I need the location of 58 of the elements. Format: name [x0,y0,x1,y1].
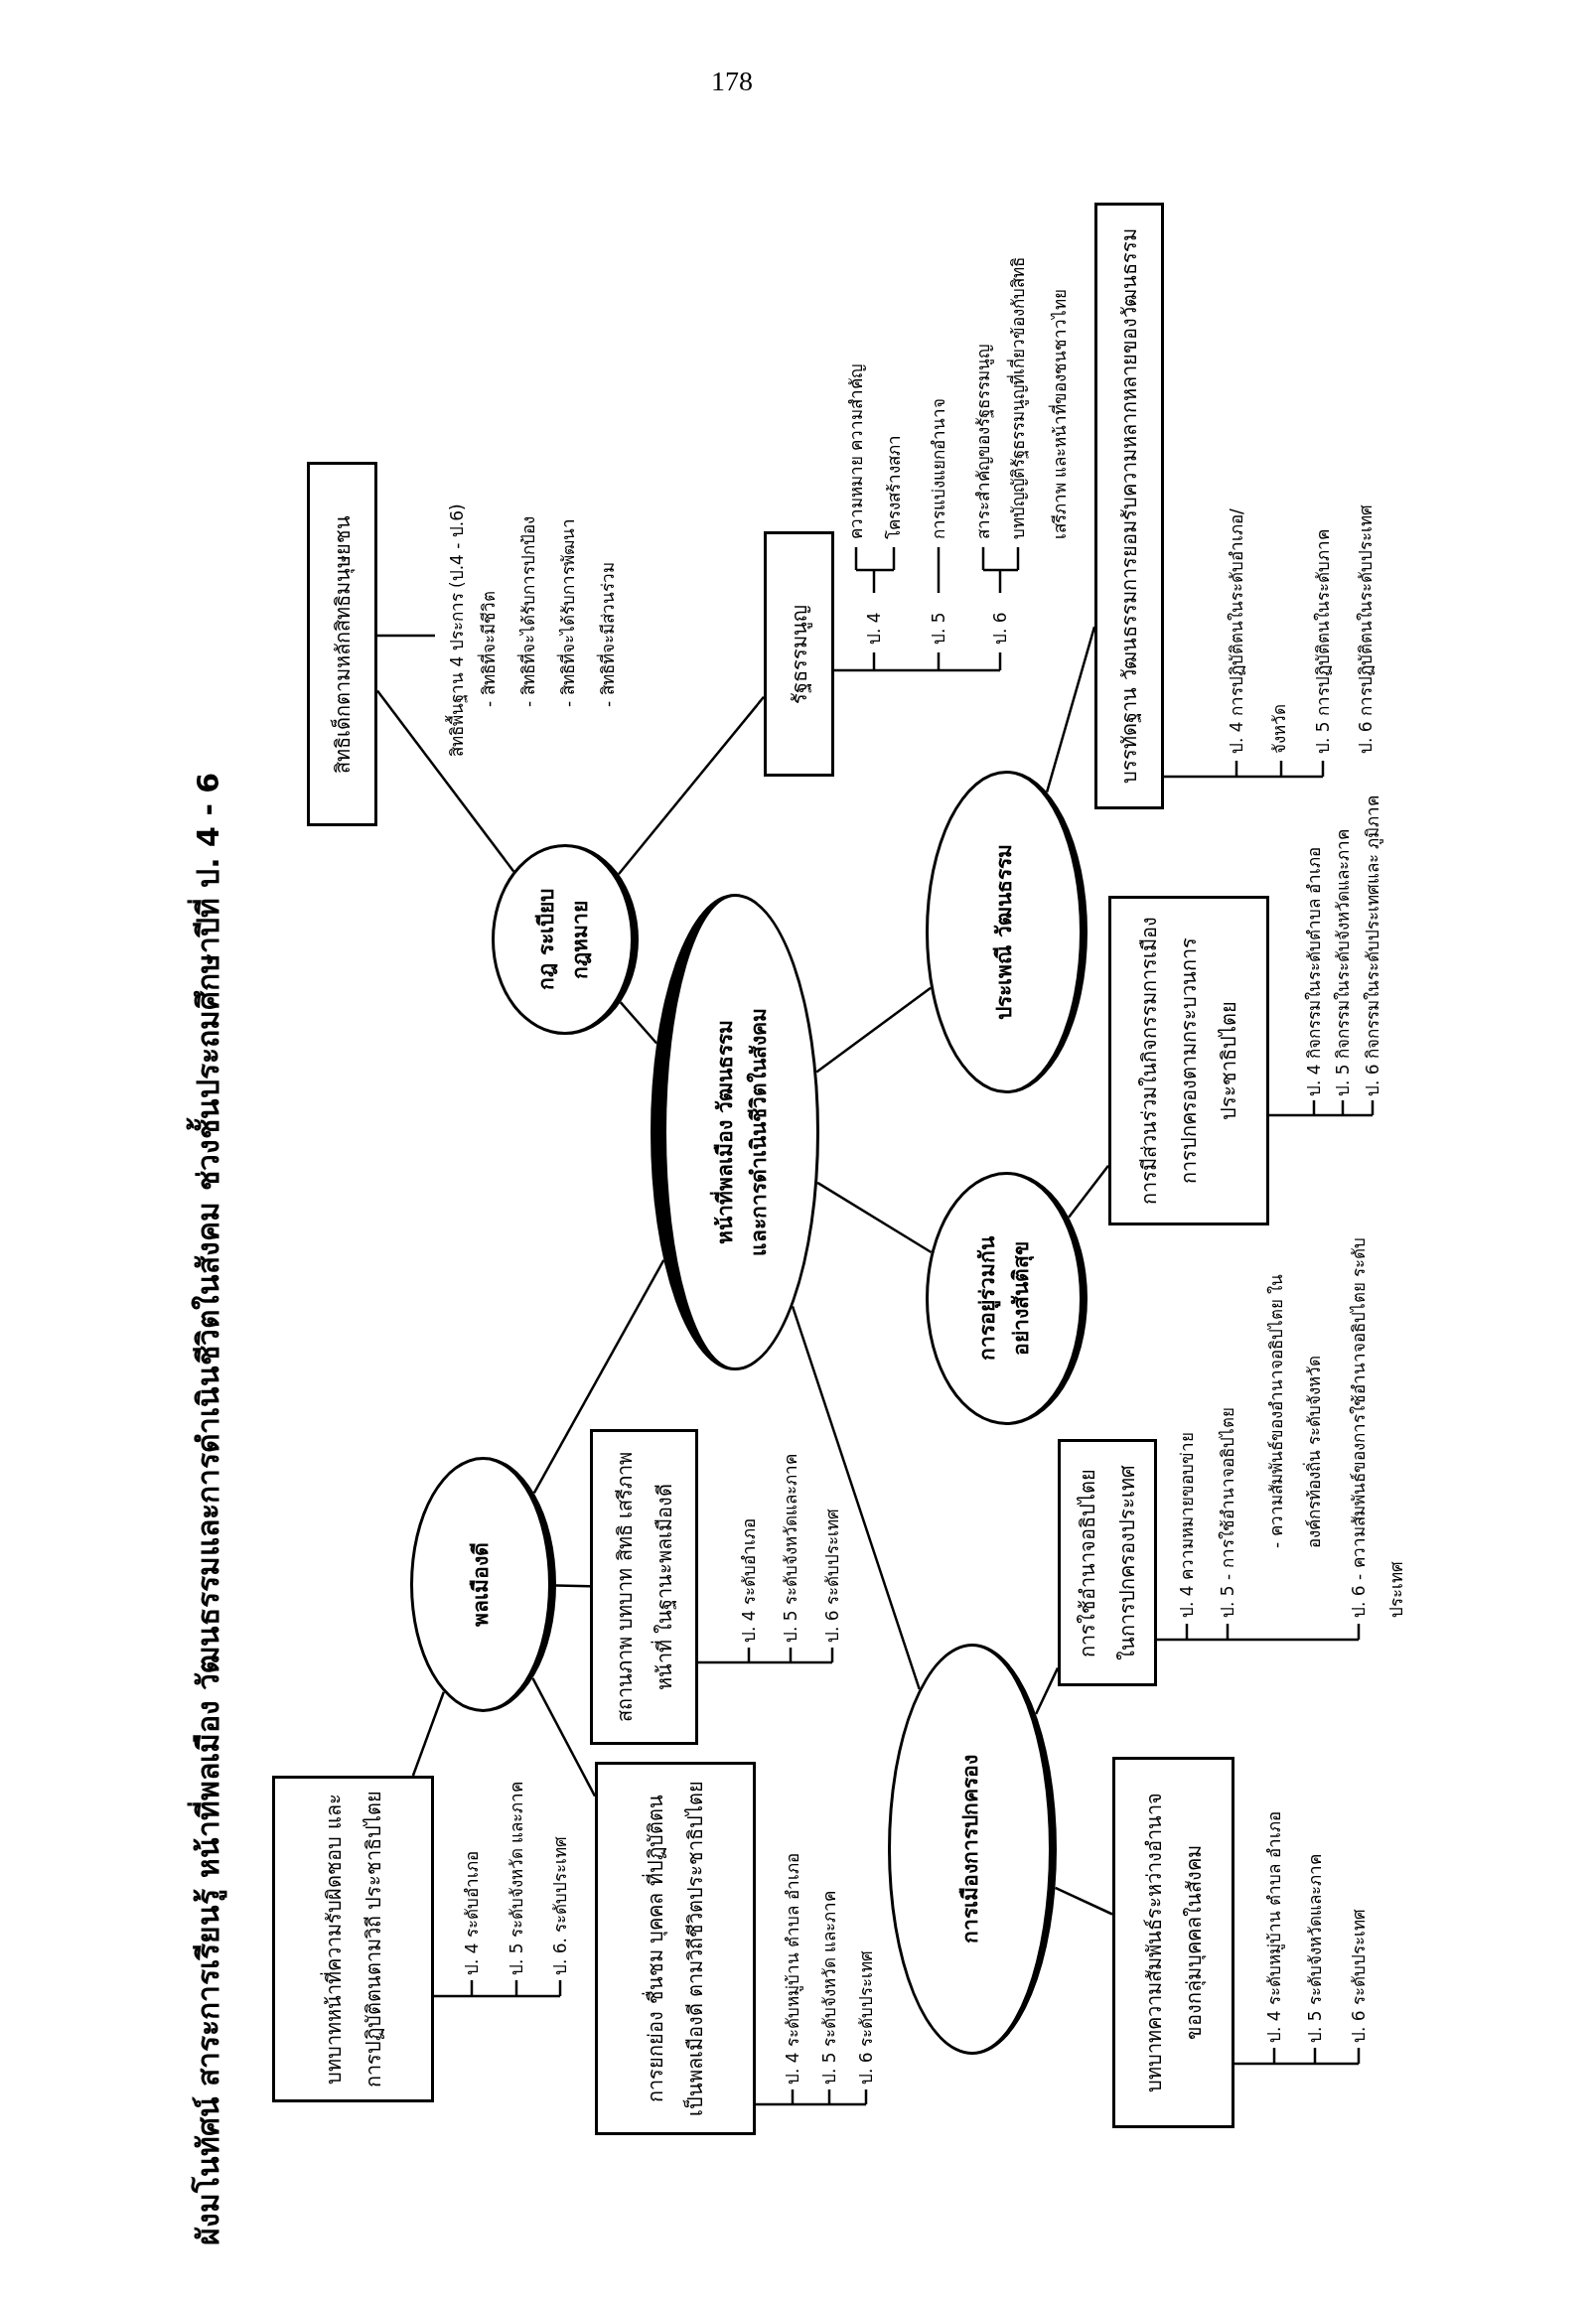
topic-label: บรรทัดฐาน วัฒนธรรมการยอมรับความหลากหลายของวัฒนธรรม [1116,227,1142,786]
connector-line [1045,626,1096,792]
list-item: โครงสร้างสภา [883,435,905,539]
topic-label: บทบาทหน้าที่ความรับผิดชอบ และการปฏิบัติตนตามวิถี ประชาธิปไตย [319,1789,386,2090]
list-item: สาระสำคัญของรัฐธรรมนูญ [972,345,995,539]
list-item: ป. 6 ระดับประเทศ [821,1508,843,1643]
connector-line [1034,1667,1060,1715]
connector-line [531,1677,597,1798]
connector-line [555,1584,591,1588]
list-item: ป. 5 ระดับจังหวัดและภาค [1304,1853,1326,2043]
list-item: ป. 6 ระดับประเทศ [1348,1908,1370,2043]
list-item: - สิทธิที่จะได้รับการปกป้อง [515,516,539,707]
topic-label: การมีส่วนร่วมในกิจกรรมการเมือง การปกครองตามกระบวนการ ประชาธิปไตย [1136,916,1241,1207]
list-item: ป. 4 การปฏิบัติตนในระดับอำเภอ/ จังหวัด [1226,507,1290,754]
topic-label: การใช้อำนาจอธิปไตย ในการปกครองประเทศ [1075,1464,1140,1662]
list-item: ป. 6 [989,612,1011,645]
connector-line [1068,1164,1109,1219]
page-number: 178 [711,66,753,97]
list-item: ป. 5 ระดับจังหวัดและภาค [780,1453,801,1643]
list-item: ป. 5 กิจกรรมในระดับจังหวัดและภาค [1332,828,1354,1096]
list-item: ป. 6 ระดับประเทศ [855,1949,877,2085]
topic-label: สิทธิเด็กตามหลักสิทธิมนุษยชน [329,513,357,776]
list-item: ป. 4 ความหมายขอบข่าย [1176,1431,1198,1618]
list-item: สิทธิพื้นฐาน 4 ประการ (ป.4 - ป.6) [444,504,469,757]
topic-label: สถานภาพ บทบาท สิทธิ เสรีภาพ หน้าที่ ในฐานะพลเมืองดี [611,1450,677,1725]
list-item: ป. 6 การปฏิบัติตนในระดับประเทศ [1355,504,1377,754]
list-item: ป. 6 กิจกรรมในระดับประเทศและ ภูมิภาค [1362,793,1384,1096]
list-item: ป. 4 ระดับหมู่บ้าน ตำบล อำเภอ [782,1853,804,2085]
list-item: ป. 6 - ความสัมพันธ์ของการใช้อำนาจอธิปไตย ระดับประเทศ [1348,1236,1407,1618]
topic-label: บทบาทความสัมพันธ์ระหว่างอำนาจ ของกลุ่มบุคคลในสังคม [1140,1792,1208,2094]
list-item: - ความสัมพันธ์ของอำนาจอธิปไตย ในองค์กรท้องถิ่น ระดับจังหวัด [1265,1273,1325,1548]
list-item: ความหมาย ความสำคัญ [845,363,867,539]
topic-label: พลเมืองดี [468,1541,494,1629]
list-item: ป. 5 - การใช้อำนาจอธิปไตย [1217,1407,1238,1618]
topic-label: หน้าที่พลเมือง วัฒนธรรม และการดำเนินชีวิตในสังคม [707,1008,776,1256]
topic-label: การอยู่ร่วมกัน อย่างสันติสุข [974,1234,1035,1363]
list-item: บทบัญญัติรัฐธรรมนูญที่เกี่ยวข้องกับสิทธิ เสรีภาพ และหน้าที่ของชนชาวไทย [1005,256,1071,539]
topic-label: การเมืองการปกครอง [956,1754,983,1945]
list-item: ป. 4 ระดับอำเภอ [461,1850,483,1975]
list-item: ป. 5 ระดับจังหวัด และภาค [506,1781,527,1975]
list-item: - สิทธิที่จะมีชีวิต [476,591,500,707]
list-item: ป. 6. ระดับประเทศ [549,1835,571,1975]
list-item: ป. 4 [863,612,885,645]
list-item: ป. 4 ระดับอำเภอ [738,1517,760,1643]
topic-label: กฎ ระเบียบ กฎหมาย [532,888,593,992]
list-item: ป. 5 ระดับจังหวัด และภาค [818,1890,840,2085]
topic-label: รัฐธรรมนูญ [786,603,813,706]
topic-label: ประเพณี วัฒนธรรม [991,843,1017,1022]
list-item: ป. 5 การปฏิบัติตนในระดับภาค [1312,528,1334,754]
connector-line [791,1305,921,1690]
list-item: ป. 4 ระดับหมู่บ้าน ตำบล อำเภอ [1263,1811,1286,2043]
list-item: การแบ่งแยกอำนาจ [928,398,949,539]
list-item: - สิทธิที่จะได้รับการพัฒนา [555,518,579,707]
list-item: - สิทธิที่จะมีส่วนร่วม [595,562,619,707]
list-item: ป. 4 กิจกรรมในระดับตำบล อำเภอ [1303,846,1325,1096]
list-item: ป. 5 [928,612,949,645]
topic-label: การยกย่อง ชื่นชม บุคคล ที่ปฏิบัติตนเป็นพลเมืองดี ตามวิถีชีวิตประชาธิปไตย [641,1780,708,2117]
title: ผังมโนทัศน์ สาระการเรียนรู้ หน้าที่พลเมือง วัฒนธรรมและการดำเนินชีวิตในสังคม ช่วงชั้นประถมศึกษาปีที่ ป. 4 - 6 [185,772,231,2245]
